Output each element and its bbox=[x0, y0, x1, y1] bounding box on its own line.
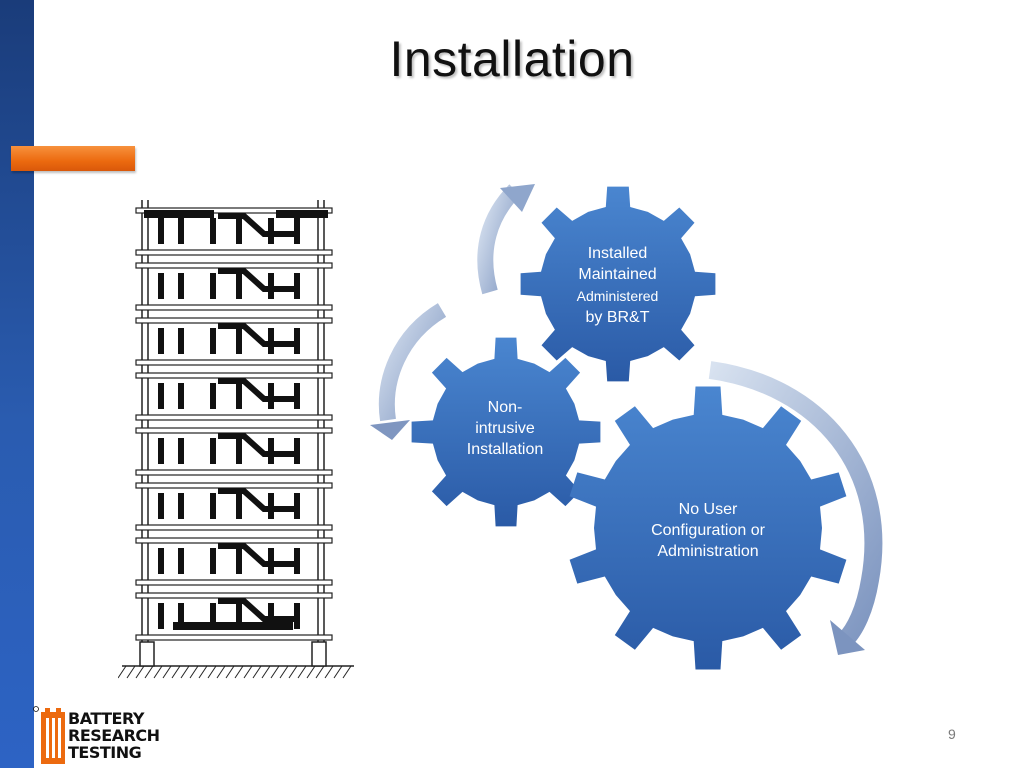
company-logo-icon bbox=[33, 706, 65, 764]
gear-left-label: Non- intrusive Installation bbox=[466, 399, 544, 458]
page-number: 9 bbox=[948, 726, 956, 742]
slide-title: Installation bbox=[389, 31, 635, 87]
gear-left-shape bbox=[411, 337, 601, 527]
battery-rack-diagram bbox=[118, 200, 354, 679]
gear-top-label: Installed Maintained Administered by BR&… bbox=[576, 245, 659, 326]
gear-big-shape bbox=[569, 386, 847, 670]
cycle-arrow-left bbox=[370, 303, 447, 440]
left-sidebar-bar bbox=[0, 0, 34, 768]
cycle-arrow-top bbox=[477, 184, 535, 295]
gear-big-label: No User Configuration or Administration bbox=[651, 501, 765, 560]
company-logo-text: BATTERY RESEARCH TESTING bbox=[68, 709, 160, 762]
orange-accent-tab bbox=[11, 146, 135, 171]
cycle-arrow-right bbox=[708, 361, 883, 655]
gear-cycle-diagram bbox=[370, 184, 883, 670]
gear-top-shape bbox=[520, 186, 716, 382]
